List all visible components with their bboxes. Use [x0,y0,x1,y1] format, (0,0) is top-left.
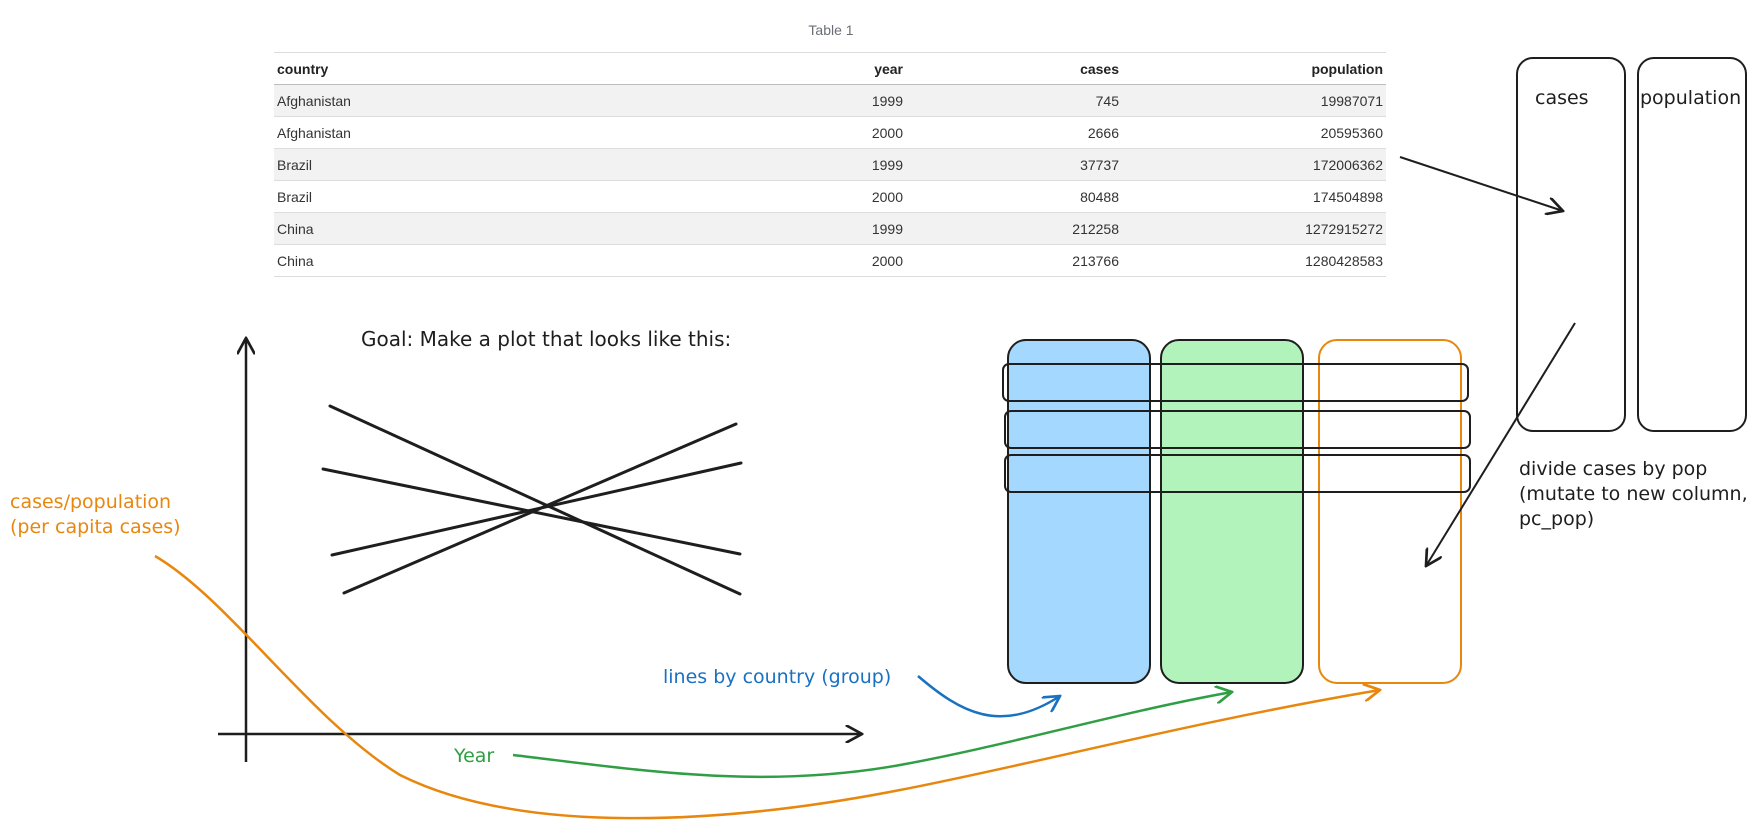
cell-year: 1999 [700,148,906,181]
green-arrow-year [512,692,1232,779]
cell-country: Afghanistan [274,116,700,149]
row-band[interactable] [1004,454,1471,493]
goal-text: Goal: Make a plot that looks like this: [361,327,731,351]
column-header-cases[interactable]: cases [906,52,1122,85]
arrow-table-to-columns [1399,156,1563,211]
cell-year: 1999 [700,212,906,245]
table-caption: Table 1 [808,22,854,38]
sketch-plot-lines [321,404,743,596]
cell-population: 1280428583 [1122,244,1386,277]
cell-country: China [274,212,700,245]
blue-arrow-group [917,675,1060,718]
table-row: China 1999 212258 1272915272 [274,212,1386,245]
cases-column-sketch[interactable] [1516,57,1626,432]
table-header-row: country year cases population [274,52,1386,85]
cell-year: 2000 [700,116,906,149]
cell-year: 2000 [700,244,906,277]
cell-population: 174504898 [1122,180,1386,213]
cell-year: 2000 [700,180,906,213]
orange-column[interactable] [1318,339,1462,684]
blue-column[interactable] [1007,339,1151,684]
cell-country: Brazil [274,148,700,181]
row-band[interactable] [1002,363,1469,402]
divide-note-line3: pc_pop) [1519,508,1594,530]
table-row: China 2000 213766 1280428583 [274,244,1386,277]
sketch-line [328,404,742,596]
x-axis-note: Year [453,745,494,767]
cell-country: Brazil [274,180,700,213]
population-label: population [1640,87,1741,109]
cell-cases: 212258 [906,212,1122,245]
column-header-population[interactable]: population [1122,52,1386,85]
y-axis-note-line2: (per capita cases) [10,516,181,538]
cell-country: Afghanistan [274,84,700,117]
row-band[interactable] [1004,410,1471,449]
column-header-country[interactable]: country [274,52,700,85]
table-row: Afghanistan 2000 2666 20595360 [274,116,1386,149]
arrow-divide-to-new-column [1426,322,1576,566]
divide-note-line2: (mutate to new column, [1519,483,1748,505]
cell-cases: 2666 [906,116,1122,149]
group-note: lines by country (group) [663,666,891,688]
cell-cases: 80488 [906,180,1122,213]
cell-country: China [274,244,700,277]
cell-cases: 745 [906,84,1122,117]
cell-population: 19987071 [1122,84,1386,117]
cell-cases: 37737 [906,148,1122,181]
cell-population: 20595360 [1122,116,1386,149]
table-row: Brazil 2000 80488 174504898 [274,180,1386,213]
cell-population: 172006362 [1122,148,1386,181]
table-row: Brazil 1999 37737 172006362 [274,148,1386,181]
data-table: country year cases population Afghanista… [274,52,1386,277]
cell-cases: 213766 [906,244,1122,277]
population-column-sketch[interactable] [1637,57,1747,432]
cell-year: 1999 [700,84,906,117]
table-row: Afghanistan 1999 745 19987071 [274,84,1386,117]
divide-note-line1: divide cases by pop [1519,458,1707,480]
cases-label: cases [1535,87,1589,109]
sketch-line [342,422,738,595]
orange-arrow-per-capita [154,554,1380,820]
column-header-year[interactable]: year [700,52,906,85]
y-axis-note-line1: cases/population [10,491,171,513]
green-column[interactable] [1160,339,1304,684]
cell-population: 1272915272 [1122,212,1386,245]
